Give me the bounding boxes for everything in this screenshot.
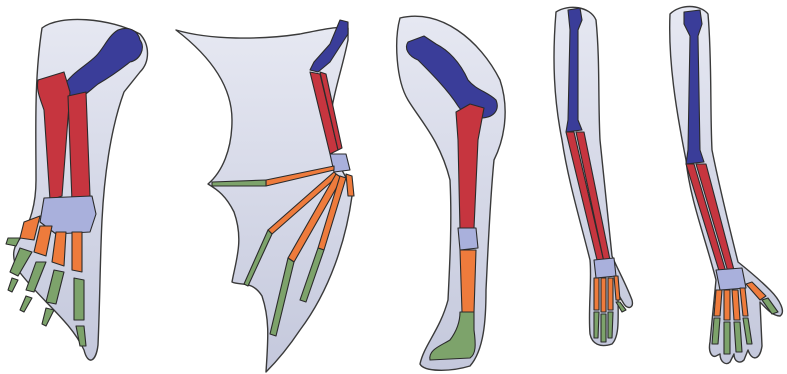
panel-5-human-arm <box>670 7 783 364</box>
flipper-ulna <box>68 92 90 202</box>
panel-2-wing <box>176 20 354 372</box>
panel-3-hoof <box>397 16 505 370</box>
panel-1-flipper <box>6 19 148 360</box>
hoof-carpals <box>458 228 478 250</box>
human-carpals <box>716 268 746 290</box>
hoof-metacarpal <box>460 250 476 312</box>
panel-4-primate-arm <box>554 7 632 345</box>
primate-carpals <box>594 258 616 278</box>
